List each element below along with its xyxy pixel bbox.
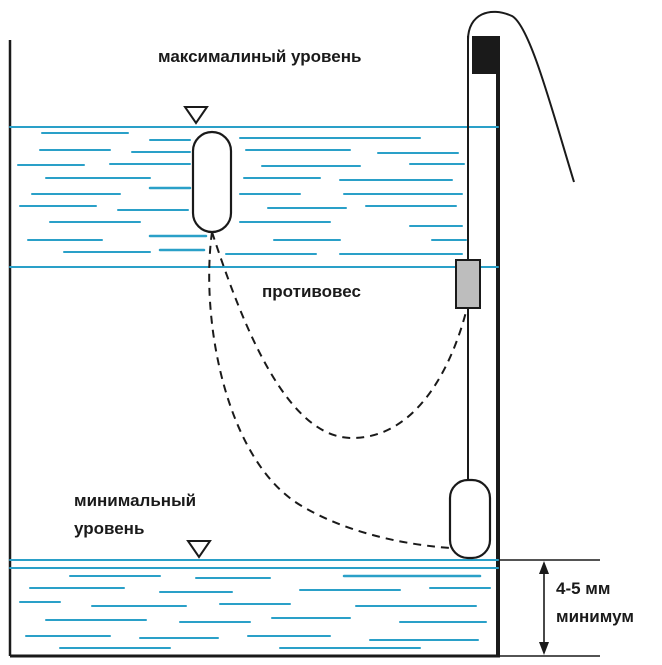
max-level-label: максималиный уровень <box>158 47 362 66</box>
water-upper <box>9 126 499 268</box>
dimension-marker <box>500 559 600 657</box>
counterweight-label: противовес <box>262 282 361 301</box>
min-level-label-line1: минимальный <box>74 491 197 510</box>
tank <box>8 36 500 658</box>
float-upper <box>191 130 233 234</box>
max-level-marker <box>183 106 209 125</box>
float-lower <box>448 478 492 560</box>
cable-upper-position <box>211 231 468 440</box>
dimension-arrow-top <box>539 561 549 574</box>
dimension-arrow-bottom <box>539 642 549 655</box>
dimension-label-line2: минимум <box>556 607 634 626</box>
min-level-label-line2: уровень <box>74 519 145 538</box>
cable-lower-position <box>208 231 451 549</box>
cable <box>467 11 575 183</box>
counterweight <box>455 259 481 309</box>
cable-clamp <box>472 36 498 74</box>
dimension-label-line1: 4-5 мм <box>556 579 611 598</box>
water-lower <box>9 559 499 649</box>
min-level-marker <box>186 540 212 559</box>
